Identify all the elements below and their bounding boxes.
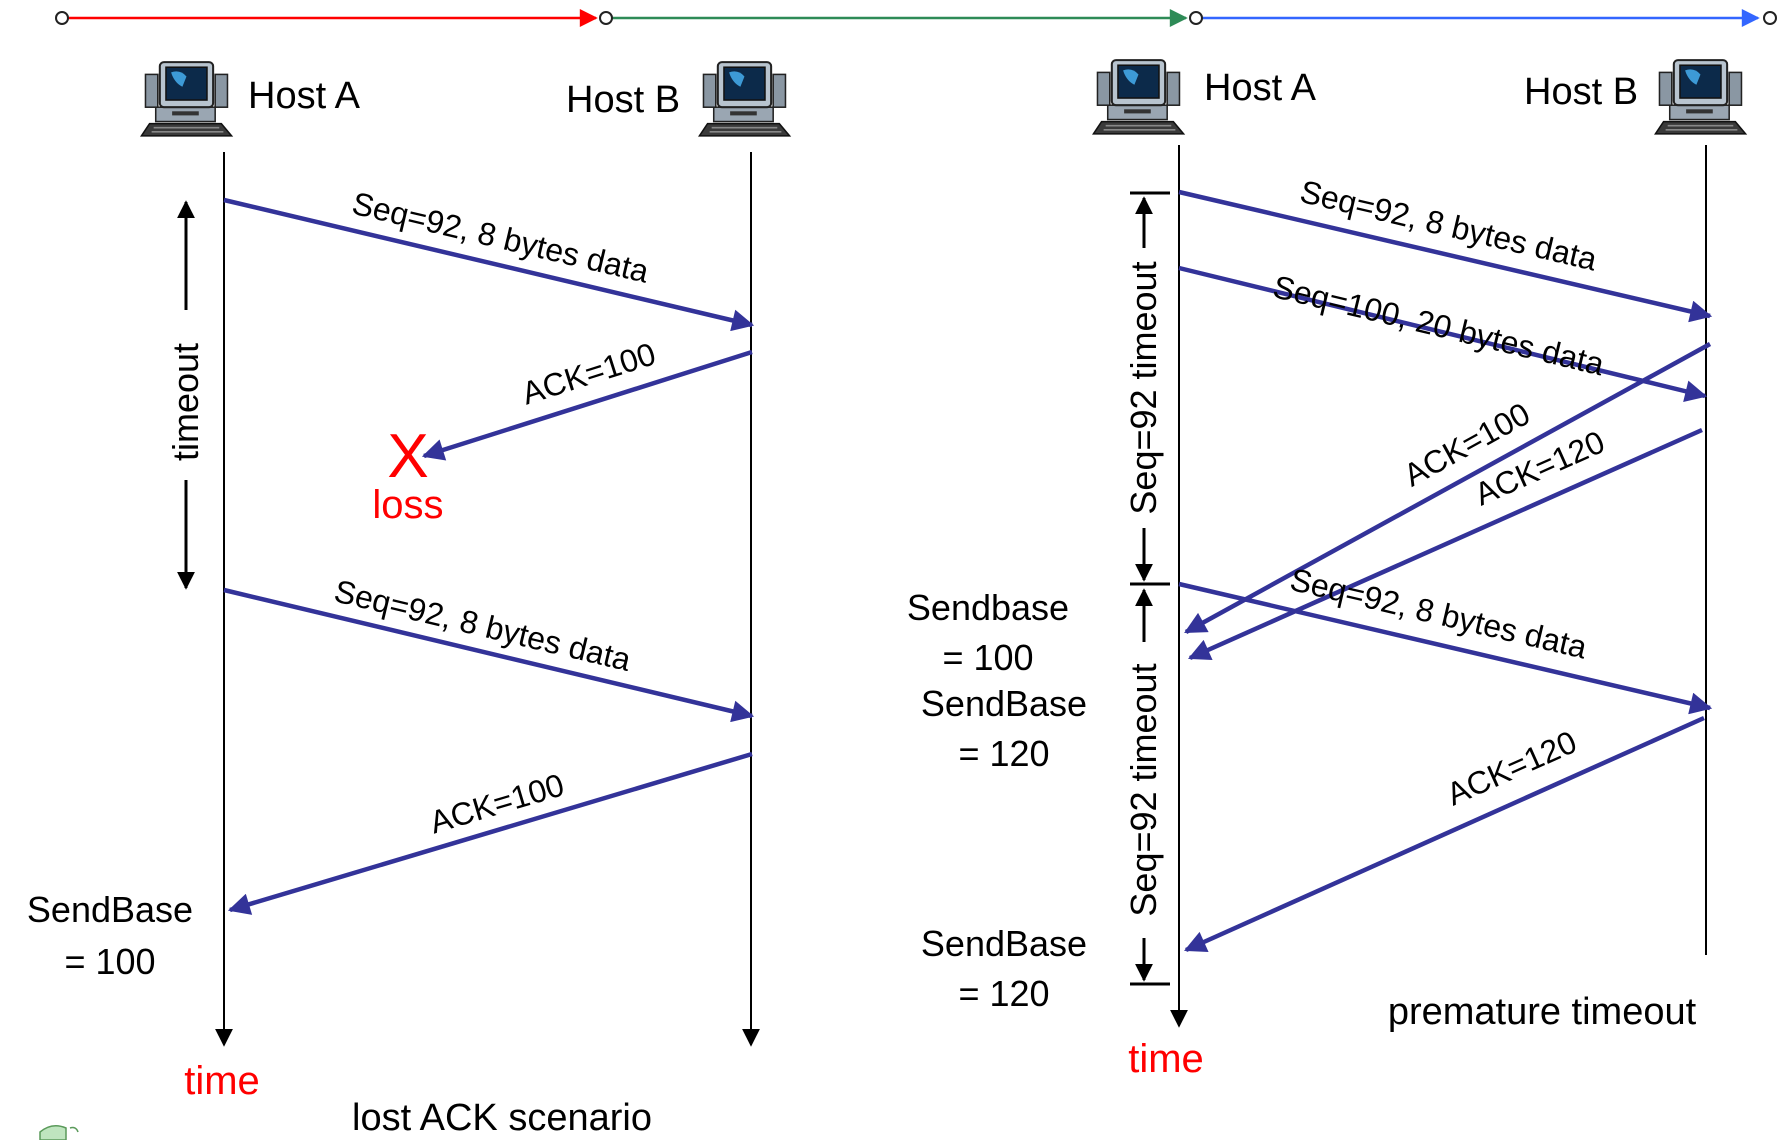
right-timeout1-label: Seq=92 timeout xyxy=(1123,261,1164,514)
left-host-a-label: Host A xyxy=(248,75,361,117)
right-ack100-arrow xyxy=(1184,342,1712,634)
speaker-icon xyxy=(39,1125,79,1140)
left-sendbase-value: = 100 xyxy=(64,941,155,982)
left-seq92-label: Seq=92, 8 bytes data xyxy=(349,185,653,290)
right-sendbase3-label: SendBase xyxy=(921,923,1087,964)
left-ack100-lost-arrow xyxy=(421,349,753,461)
left-caption: lost ACK scenario xyxy=(352,1097,652,1139)
left-seq92-arrow xyxy=(223,197,755,332)
right-sendbase1-label: Sendbase xyxy=(907,587,1069,628)
right-ack120-arrow xyxy=(1187,427,1703,661)
right-sendbase3-value: = 120 xyxy=(958,973,1049,1014)
right-host-b-label: Host B xyxy=(1524,71,1638,113)
right-timeout2-label: Seq=92 timeout xyxy=(1123,663,1164,916)
left-ack100-arrow xyxy=(227,751,753,915)
left-timeout-label: timeout xyxy=(165,343,206,461)
computer-icon xyxy=(1092,59,1185,135)
right-seq92-retx-label: Seq=92, 8 bytes data xyxy=(1287,561,1591,665)
right-sendbase1-value: = 100 xyxy=(942,637,1033,678)
right-ack120-final-arrow xyxy=(1183,715,1705,953)
right-seq100-label: Seq=100, 20 bytes data xyxy=(1270,268,1608,382)
computer-icon xyxy=(1654,59,1747,135)
left-seq92-retx-arrow xyxy=(223,587,755,723)
right-seq92-arrow xyxy=(1178,189,1713,323)
right-seq100-arrow xyxy=(1178,265,1708,403)
right-diagram: Host A Host B Seq=92 timeout Seq=92 time… xyxy=(907,59,1747,1081)
right-caption: premature timeout xyxy=(1388,991,1697,1033)
right-host-a-label: Host A xyxy=(1204,67,1317,109)
right-sendbase2-value: = 120 xyxy=(958,733,1049,774)
left-ack100-lost-label: ACK=100 xyxy=(518,336,660,412)
right-time-label: time xyxy=(1128,1037,1204,1081)
left-host-b-label: Host B xyxy=(566,79,680,121)
left-diagram: Host A Host B timeout Seq=92, 8 bytes da… xyxy=(27,61,791,1140)
right-seq92-retx-arrow xyxy=(1178,581,1713,715)
left-sendbase-label: SendBase xyxy=(27,889,193,930)
left-time-label: time xyxy=(184,1059,260,1103)
right-sendbase2-label: SendBase xyxy=(921,683,1087,724)
computer-icon xyxy=(140,61,233,137)
right-ack120-final-label: ACK=120 xyxy=(1441,723,1582,812)
top-bar xyxy=(55,9,1777,27)
loss-x-mark: X xyxy=(387,422,428,491)
computer-icon xyxy=(698,61,791,137)
right-seq92-label: Seq=92, 8 bytes data xyxy=(1297,173,1601,277)
loss-label: loss xyxy=(372,483,443,527)
